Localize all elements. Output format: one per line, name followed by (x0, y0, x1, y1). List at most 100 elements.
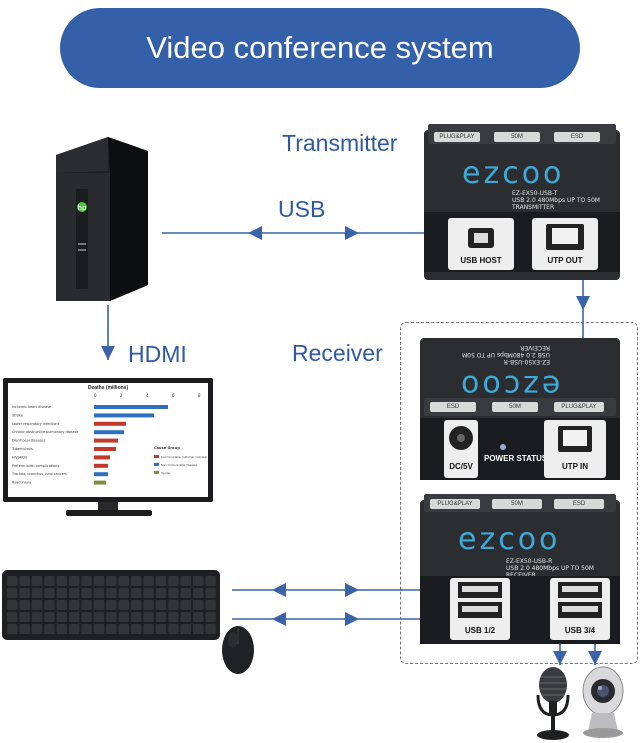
svg-text:hp: hp (78, 204, 87, 212)
screen-chart-bar (94, 438, 118, 443)
keyboard-key (19, 600, 30, 610)
screen-chart-category: Stroke (12, 413, 23, 417)
screen-chart-category: Preterm birth complications (12, 464, 59, 468)
keyboard-key (7, 612, 18, 622)
keyboard-key (205, 600, 216, 610)
usb-label: USB (278, 196, 326, 222)
screen-chart-category: Tuberculosis (11, 447, 33, 451)
keyboard-key (81, 612, 92, 622)
receiver-front-device: PLUG&PLAY 50M ESD ezcoo EZ-EX50-USB-R US… (420, 492, 620, 644)
screen-chart-bar (94, 421, 126, 426)
keyboard-key (193, 600, 204, 610)
keyboard-key (143, 576, 154, 586)
usb-host-label: USB HOST (460, 256, 502, 265)
keyboard-key (31, 576, 43, 586)
keyboard-key (19, 588, 30, 598)
dc-port: DC/5V (444, 420, 478, 478)
usb-arrow-left (248, 226, 262, 240)
tx-brand-logo: ezcoo (462, 156, 565, 191)
keyboard-key (7, 576, 18, 586)
keyboard-key (131, 600, 142, 610)
rx-bottom-tag-2: 50M (492, 499, 542, 509)
screen-chart-legend-swatch (154, 455, 159, 458)
utp-out-port: UTP OUT (532, 218, 598, 270)
keyboard-key (81, 600, 92, 610)
keyboard-key (205, 624, 216, 634)
rx-top-tag-3: PLUG&PLAY (554, 402, 604, 412)
keyboard-key (93, 576, 105, 586)
receiver-label: Receiver (292, 340, 383, 366)
keyboard-key (106, 588, 117, 598)
screen-chart-bar (94, 455, 110, 460)
keyboard-key (7, 588, 18, 598)
screen-chart-tick: 2 (120, 393, 123, 398)
keyboard-key (69, 576, 80, 586)
rx-bottom-tag-3: ESD (554, 499, 604, 509)
tx-tag-3: ESD (554, 132, 600, 142)
transmitter-device: PLUG&PLAY 50M ESD ezcoo EZ-EX50-USB-T US… (424, 120, 620, 280)
keyboard-key (180, 576, 191, 586)
power-status-label: POWER STATUS (484, 454, 548, 463)
keyboard-key (168, 588, 179, 598)
hdmi-label: HDMI (128, 341, 187, 367)
rx-bottom-brand-logo: ezcoo (458, 522, 561, 557)
usb-arrow-right (345, 226, 359, 240)
screen-chart-legend-title: Cause Group (154, 446, 180, 450)
keyboard-key (106, 600, 117, 610)
utp-arrow-down (576, 296, 590, 310)
keyboard-key (205, 612, 216, 622)
keyboard-key (106, 624, 117, 634)
usb34-label: USB 3/4 (564, 626, 596, 635)
screen-chart-legend-swatch (154, 471, 159, 474)
screen-chart-title: Deaths (millions) (87, 385, 129, 391)
usb12-port: USB 1/2 (450, 578, 510, 640)
screen-chart-legend-item: Noncommunicable diseases (161, 463, 198, 467)
keyboard-key (118, 624, 129, 634)
keyboard-key (69, 624, 80, 634)
keyboard-key (118, 588, 129, 598)
keyboard-key (155, 624, 167, 634)
keyboard-key (7, 600, 18, 610)
keyboard-key (93, 612, 105, 622)
keyboard-key (81, 588, 92, 598)
screen-chart-tick: 0 (94, 393, 97, 398)
keyboard-key (155, 600, 167, 610)
keyboard-key (131, 624, 142, 634)
power-status-led (500, 444, 506, 450)
tx-model-text: EZ-EX50-USB-T USB 2.0 480Mbps UP TO 50M … (512, 190, 600, 211)
mouse-icon (222, 626, 254, 674)
usb12-label: USB 1/2 (464, 626, 496, 635)
keyboard-key (118, 612, 129, 622)
keyboard-key (180, 600, 191, 610)
screen-chart-category: Lower respiratory infections (12, 422, 60, 426)
keyboard-key (205, 588, 216, 598)
screen-chart-bar (94, 472, 108, 477)
screen-chart-bar (94, 480, 106, 485)
rx-top-model-text: EZ-EX50-USB-R USB 2.0 480Mbps UP TO 50M … (462, 344, 550, 365)
rx-top-tag-1: ESD (430, 402, 476, 412)
screen-chart-category: Road injury (12, 481, 31, 485)
usb-host-port: USB HOST (448, 218, 514, 270)
screen-chart-bar (94, 413, 154, 418)
tx-tag-1: PLUG&PLAY (434, 132, 480, 142)
screen-chart-bar (94, 405, 168, 409)
keyboard-key (69, 588, 80, 598)
keyboard-key (180, 588, 191, 598)
keyboard-key (93, 588, 105, 598)
keyboard-key (143, 588, 154, 598)
keyboard-key (155, 588, 167, 598)
keyboard-key (143, 612, 154, 622)
keyboard-key (81, 624, 92, 634)
keyboard-key (19, 624, 30, 634)
keyboard-key (7, 624, 18, 634)
diagram-title: Video conference system (60, 8, 580, 88)
keyboard-key (106, 576, 117, 586)
monitor-neck (98, 502, 118, 510)
receiver-rear-device: EZ-EX50-USB-R USB 2.0 480Mbps UP TO 50M … (420, 338, 620, 480)
keyboard-key (193, 624, 204, 634)
keyboard-key (168, 576, 179, 586)
keyboard-key (31, 588, 43, 598)
